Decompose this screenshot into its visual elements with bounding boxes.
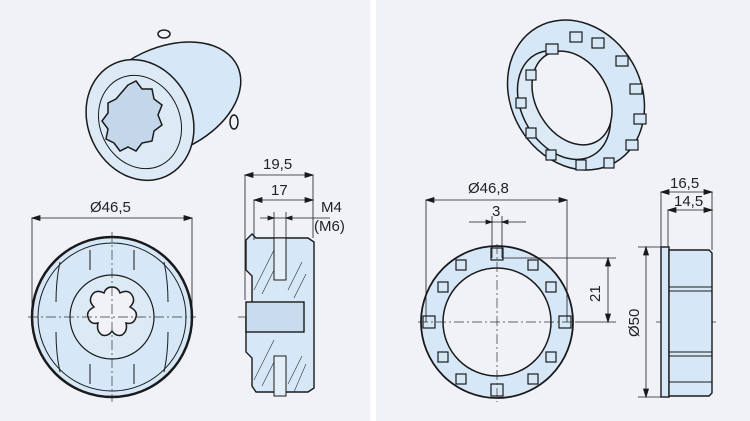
body-length-label: 17 xyxy=(271,182,288,199)
diameter-label: Ø46,5 xyxy=(90,199,131,216)
thread-alt-label: (M6) xyxy=(314,218,345,235)
diameter-label: Ø46,8 xyxy=(468,180,509,197)
ring-teeth xyxy=(422,247,572,397)
left-isometric-view xyxy=(85,29,242,182)
left-side-section-view xyxy=(245,233,315,397)
overall-length-label: 16,5 xyxy=(670,175,700,192)
outer-diameter-label: Ø50 xyxy=(626,308,643,337)
section-hatching xyxy=(253,249,307,393)
height-to-center-label: 21 xyxy=(587,285,604,302)
thread-label: M4 xyxy=(321,199,342,216)
right-side-dimensions xyxy=(638,188,714,399)
right-front-dimensions xyxy=(424,196,616,324)
body-length-label: 14,5 xyxy=(674,193,704,210)
overall-length-label: 19,5 xyxy=(263,156,293,173)
left-diameter-dimension xyxy=(30,214,194,317)
right-isometric-view xyxy=(506,19,647,171)
slot-width-label: 3 xyxy=(492,203,501,220)
left-part-drawing xyxy=(28,29,330,402)
right-side-view xyxy=(660,246,713,398)
left-part-panel: Ø46,5 19,5 17 M4 (M6) xyxy=(0,0,370,421)
left-side-dimensions xyxy=(243,171,330,300)
right-part-panel: Ø46,8 3 21 Ø50 16,5 14,5 xyxy=(376,0,750,421)
right-part-drawing xyxy=(418,19,716,402)
